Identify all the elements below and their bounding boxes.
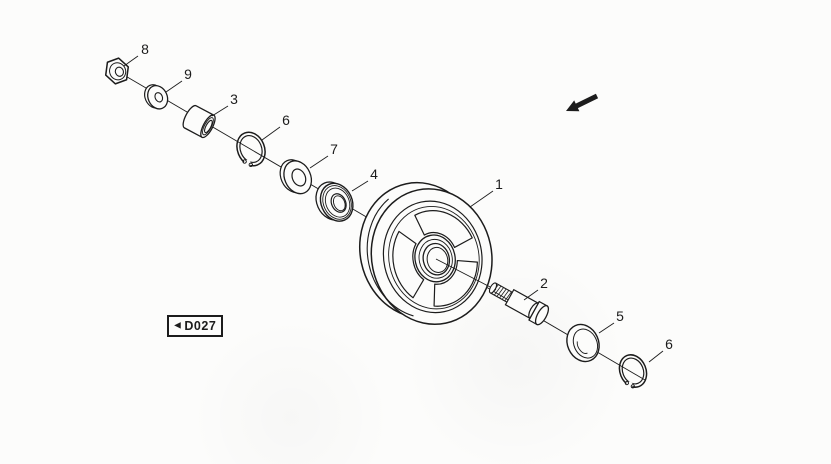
leader-line-callout-1 <box>469 190 494 208</box>
figure-reference-tag: ◄ D027 <box>167 315 224 337</box>
spacer-bushing <box>182 104 216 139</box>
callout-9: 9 <box>184 66 192 82</box>
leader-line-callout-8 <box>123 55 139 67</box>
back-reference-triangle-icon: ◄ <box>172 319 184 331</box>
leader-line-callout-4 <box>351 180 369 192</box>
callout-6b: 6 <box>665 336 673 352</box>
dust-cap <box>566 323 600 363</box>
callouts: 8 9 3 6 7 4 1 2 5 6 <box>141 41 673 352</box>
leader-line-callout-6 <box>261 126 281 141</box>
axis-through-bore <box>435 258 497 291</box>
callout-6: 6 <box>282 112 290 128</box>
wheel-cutout-left <box>392 230 425 299</box>
leader-line-callout-5 <box>598 322 615 334</box>
wheel-cutout-lower <box>433 259 478 307</box>
leader-line-callout-7 <box>309 155 329 169</box>
leader-line-callout-2 <box>523 289 539 301</box>
callout-8: 8 <box>141 41 149 57</box>
callout-4: 4 <box>370 166 378 182</box>
callout-3: 3 <box>230 91 238 107</box>
direction-arrow-icon <box>566 93 599 112</box>
nut-bore <box>114 66 125 77</box>
wheel-groove-edge <box>366 198 414 317</box>
flat-washer <box>279 159 313 195</box>
wheel-rim-inner-edge <box>382 200 483 314</box>
leader-line-callout-3 <box>211 105 229 117</box>
bolt-head <box>534 304 550 326</box>
washer-small <box>144 84 169 110</box>
bolt-threads <box>491 284 512 302</box>
leader-line-callout-6b <box>648 350 664 363</box>
leader-lines <box>123 55 664 363</box>
callout-5: 5 <box>616 308 624 324</box>
shoulder-bolt <box>488 282 550 326</box>
snap-ring-2 <box>618 354 648 389</box>
leader-line-callout-9 <box>165 80 183 93</box>
wheel-cutout-upper <box>414 210 473 249</box>
wheel-pulley <box>358 181 493 326</box>
bearing <box>315 181 354 222</box>
callout-2: 2 <box>540 275 548 291</box>
snap-ring-1 <box>236 131 266 168</box>
figure-reference-code: D027 <box>184 318 217 333</box>
callout-7: 7 <box>330 141 338 157</box>
callout-1: 1 <box>495 176 503 192</box>
hex-flange-nut <box>104 57 130 85</box>
